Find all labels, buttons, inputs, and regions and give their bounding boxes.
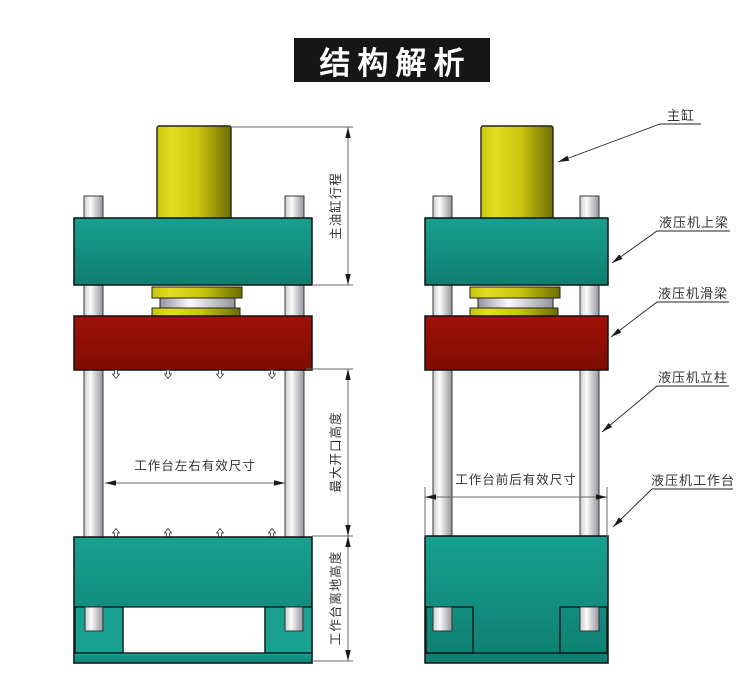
worktable-pins — [111, 527, 277, 538]
main-cylinder-front — [156, 125, 232, 221]
pin-icon — [215, 527, 225, 538]
piston-flange-top-side — [469, 286, 561, 299]
worktable-side — [424, 535, 609, 664]
label-worktable: 液压机工作台 — [651, 473, 735, 488]
pin-icon — [267, 369, 277, 380]
leader-upper-beam — [611, 230, 730, 264]
dim-label-table-lr: 工作台左右有效尺寸 — [134, 458, 256, 473]
press-front-view — [73, 125, 313, 664]
dim-label-cylinder-stroke: 主油缸行程 — [328, 172, 343, 240]
leader-lines — [557, 123, 733, 528]
main-cylinder-side — [480, 125, 554, 221]
piston-flange-top-front — [151, 286, 243, 299]
column-anchor-right-side — [579, 606, 600, 632]
page-title: 结构解析 — [294, 38, 490, 82]
pin-icon — [111, 369, 121, 380]
slide-beam-pins — [111, 369, 277, 380]
label-slide-beam: 液压机滑梁 — [658, 286, 728, 301]
slide-beam-side — [424, 315, 609, 371]
column-anchor-left-front — [84, 606, 104, 632]
press-side-view — [424, 125, 609, 664]
pin-icon — [215, 369, 225, 380]
vertical-dimensions — [231, 126, 353, 662]
label-column: 液压机立柱 — [658, 370, 728, 385]
pin-icon — [111, 527, 121, 538]
piston-collar-front — [159, 297, 236, 309]
pin-icon — [267, 527, 277, 538]
leader-main-cylinder — [557, 123, 701, 163]
dim-label-max-opening: 最大开口高度 — [328, 411, 343, 492]
column-anchor-left-side — [432, 606, 453, 632]
leader-worktable — [612, 488, 733, 528]
piston-collar-side — [477, 297, 554, 309]
worktable-front-opening — [122, 606, 266, 654]
piston-flange-bottom-side — [469, 307, 559, 317]
leader-slide-beam — [610, 301, 729, 338]
label-main-cylinder: 主缸 — [667, 108, 695, 123]
pin-icon — [163, 369, 173, 380]
slide-beam-front — [73, 315, 313, 371]
worktable-front-baseplate — [73, 652, 313, 664]
column-anchor-right-front — [284, 606, 304, 632]
upper-beam-front — [73, 217, 313, 286]
piston-flange-bottom-front — [151, 307, 241, 317]
pin-icon — [163, 527, 173, 538]
dim-label-table-height: 工作台离地高度 — [328, 551, 343, 646]
dim-label-table-fb: 工作台前后有效尺寸 — [455, 472, 577, 487]
label-upper-beam: 液压机上梁 — [659, 215, 729, 230]
leader-column — [601, 385, 729, 433]
upper-beam-side — [424, 217, 609, 286]
fb-dimension — [424, 487, 608, 537]
